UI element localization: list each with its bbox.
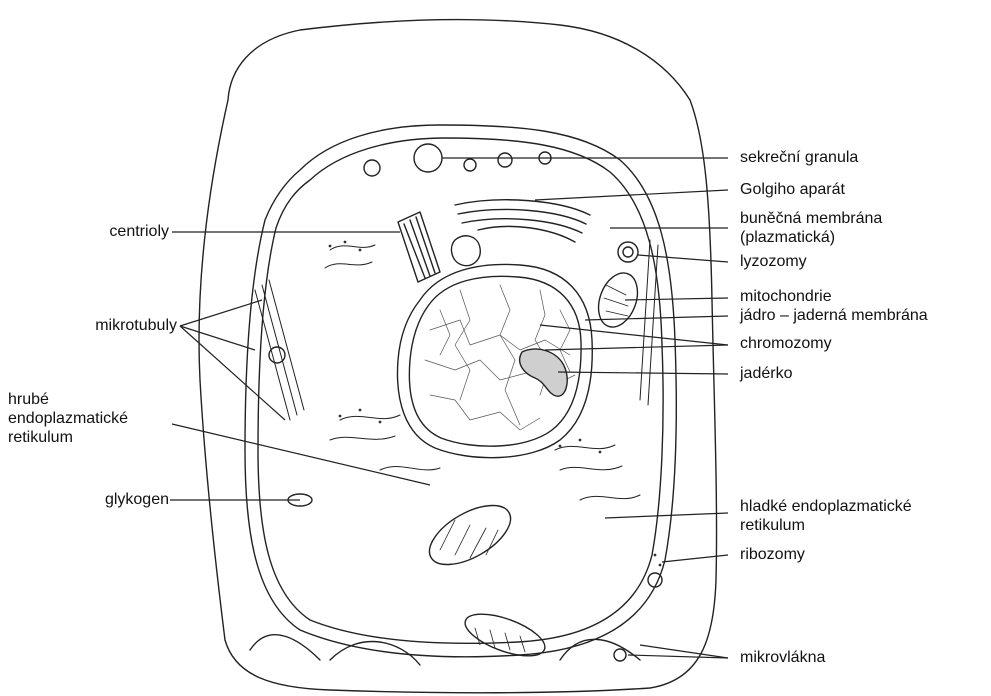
mitochondrion-bottom	[420, 493, 520, 576]
label-ribozomy: ribozomy	[740, 545, 805, 564]
label-bunecna-membrana-line2: (plazmatická)	[740, 228, 882, 247]
label-jaderko: jadérko	[740, 364, 792, 383]
leader-hrube-er	[172, 424, 430, 485]
label-sekrecni-granula: sekreční granula	[740, 148, 858, 167]
leader-lyzozomy	[638, 255, 728, 262]
label-mitochondrie: mitochondrie	[740, 287, 832, 306]
label-hladke-er: hladké endoplazmatické retikulum	[740, 497, 912, 535]
label-bunecna-membrana-line1: buněčná membrána	[740, 209, 882, 228]
label-mikrovlakna: mikrovlákna	[740, 648, 825, 667]
leader-jaderko	[558, 372, 728, 374]
label-glykogen: glykogen	[105, 490, 169, 509]
label-lyzozomy: lyzozomy	[740, 252, 807, 271]
cell-outer-outline	[199, 20, 717, 693]
leader-chromozomy-1	[540, 325, 728, 345]
label-chromozomy: chromozomy	[740, 334, 832, 353]
leader-jadro	[585, 316, 728, 320]
label-hladke-er-line1: hladké endoplazmatické	[740, 497, 912, 516]
label-hrube-er: hrubé endoplazmatické retikulum	[8, 390, 128, 447]
label-bunecna-membrana: buněčná membrána (plazmatická)	[740, 209, 882, 247]
label-mikrotubuly: mikrotubuly	[95, 316, 177, 335]
label-jadro: jádro – jaderná membrána	[740, 306, 928, 325]
leader-hladke-er	[605, 513, 728, 518]
golgi-shape	[455, 200, 590, 242]
label-hrube-er-line1: hrubé	[8, 390, 128, 409]
label-golgi: Golgiho aparát	[740, 180, 845, 199]
leader-ribozomy	[662, 555, 728, 562]
cell-membrane	[245, 125, 676, 657]
label-hrube-er-line3: retikulum	[8, 428, 128, 447]
leader-chromozomy-2	[545, 345, 728, 350]
label-hladke-er-line2: retikulum	[740, 516, 912, 535]
label-centrioly: centrioly	[109, 222, 169, 241]
label-hrube-er-line2: endoplazmatické	[8, 409, 128, 428]
